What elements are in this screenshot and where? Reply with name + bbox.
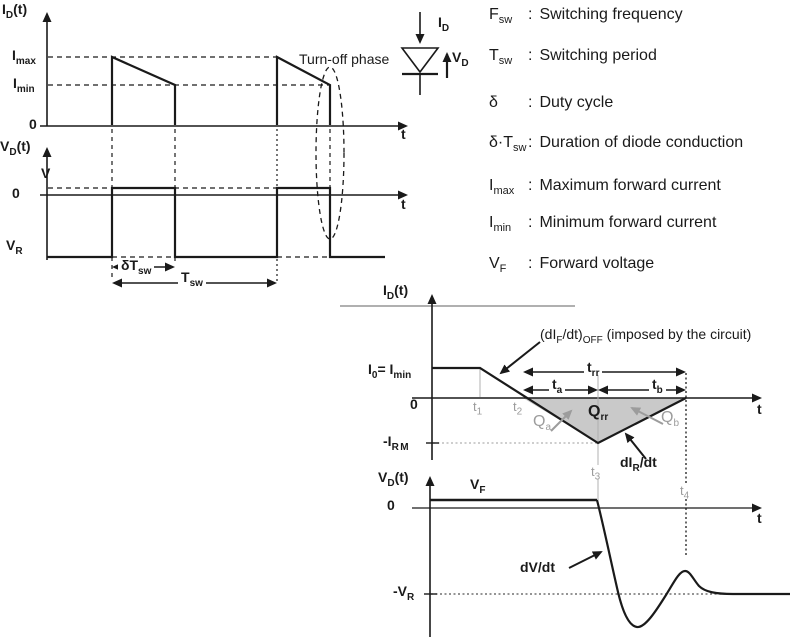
legend-row-fsw: Fsw:Switching frequency <box>489 6 683 27</box>
c1-zero-label: 0 <box>29 116 37 132</box>
c4-zero-label: 0 <box>387 497 395 513</box>
c3-t-axis-label: t <box>757 401 762 417</box>
t3-label: t3 <box>588 465 604 482</box>
c1-current-pulse-1 <box>110 55 177 125</box>
c1-current-pulse-2 <box>275 55 332 125</box>
i0-imin-label: I0= Imin <box>368 361 412 381</box>
minus-vr-label: -VR <box>393 583 415 603</box>
c2-t-axis-label: t <box>401 196 406 212</box>
c2-v-label: V <box>41 165 51 181</box>
c1-imin-label: Imin <box>13 75 35 95</box>
c1-axis-label: ID(t) <box>2 1 28 21</box>
diode-id-label: ID <box>438 14 450 34</box>
c1-imax-label: Imax <box>12 47 36 67</box>
c3-zero-label: 0 <box>410 396 418 412</box>
dvdt-label: dV/dt <box>520 559 555 575</box>
c2-zero-label: 0 <box>12 185 20 201</box>
qrr-shaded-triangle <box>523 398 686 443</box>
ta-label: ta <box>549 377 566 395</box>
diode-triangle <box>400 47 440 74</box>
diode-vd-label: VD <box>452 49 469 69</box>
t1-label: t1 <box>473 399 483 418</box>
qrr-label: Qrr <box>588 403 609 424</box>
legend-row-dtsw: δ·Tsw:Duration of diode conduction <box>489 134 744 155</box>
dirdt-label: dIR/dt <box>620 454 657 474</box>
legend-row-imax: Imax:Maximum forward current <box>489 177 721 198</box>
qb-label: Qb <box>661 409 680 430</box>
t2-label: t2 <box>513 399 523 418</box>
dirdt-pointer-arrow <box>624 432 647 460</box>
c2-axis-label: VD(t) <box>0 138 31 158</box>
c2-voltage-waveform <box>47 186 385 259</box>
legend-row-duty: δ:Duty cycle <box>489 94 614 111</box>
legend-row-vf: VF:Forward voltage <box>489 255 655 276</box>
irm-label: -IRM <box>383 433 411 453</box>
dvdt-pointer-arrow <box>568 551 603 569</box>
qa-label: Qa <box>533 413 552 434</box>
c3-axis-label: ID(t) <box>383 282 409 302</box>
tb-label: tb <box>649 377 666 395</box>
c4-t-axis-label: t <box>757 510 762 526</box>
c2-vr-label: VR <box>6 237 23 257</box>
difdt-annotation: (dIF/dt)OFF (imposed by the circuit) <box>540 326 752 346</box>
legend-row-imin: Imin:Minimum forward current <box>489 214 717 235</box>
qa-pointer-arrow <box>550 409 573 432</box>
definitions-legend: Fsw:Switching frequency Tsw:Switching pe… <box>489 0 799 290</box>
c3-current-waveform <box>432 366 687 445</box>
vf-label: VF <box>470 476 486 496</box>
turn-off-phase-ellipse <box>315 66 345 240</box>
qb-pointer-arrow <box>630 407 664 425</box>
turn-off-phase-label: Turn-off phase <box>299 51 390 67</box>
c4-voltage-waveform <box>595 499 790 629</box>
t4-label: t4 <box>677 484 693 501</box>
c1-t-axis-label: t <box>401 126 406 142</box>
tsw-label: Tsw <box>178 270 206 288</box>
trr-label: trr <box>584 360 603 378</box>
difdt-pointer-arrow <box>499 341 541 375</box>
delta-tsw-label: δTsw <box>118 258 155 276</box>
legend-row-tsw: Tsw:Switching period <box>489 47 657 68</box>
c4-axis-label: VD(t) <box>378 469 409 489</box>
